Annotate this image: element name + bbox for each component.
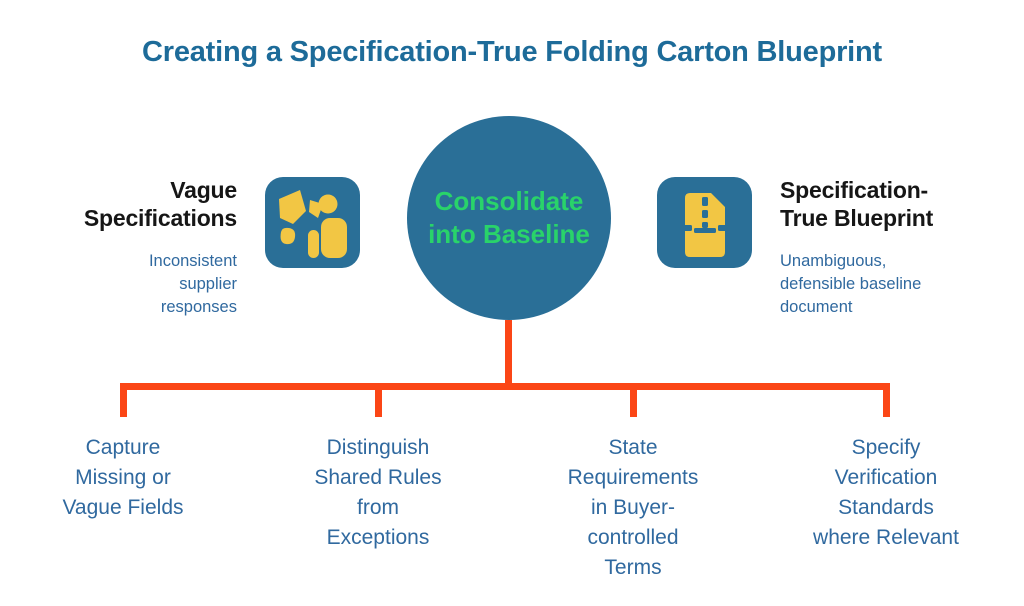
spec-true-blueprint-subtitle: Unambiguous, defensible baseline documen… xyxy=(780,252,922,316)
vague-specifications-block: Vague Specifications Inconsistent suppli… xyxy=(22,176,237,319)
vague-specifications-subtitle: Inconsistent supplier responses xyxy=(148,252,237,316)
branch-distinguish-shared-rules: Distinguish Shared Rules from Exceptions xyxy=(314,436,442,549)
branch-state-requirements: State Requirements in Buyer- controlled … xyxy=(567,436,699,579)
spec-true-blueprint-block: Specification- True Blueprint Unambiguou… xyxy=(780,176,995,319)
spec-true-blueprint-heading: Specification- True Blueprint xyxy=(780,177,934,231)
page-title: Creating a Specification-True Folding Ca… xyxy=(141,36,883,68)
branch-capture-missing-fields: Capture Missing or Vague Fields xyxy=(62,436,184,519)
branch-specify-verification: Specify Verification Standards where Rel… xyxy=(813,436,959,549)
vague-specifications-heading: Vague Specifications xyxy=(83,177,237,231)
blueprint-document-icon-box xyxy=(657,177,752,268)
center-node-label: Consolidate into Baseline xyxy=(428,186,590,249)
blueprint-document-icon xyxy=(682,193,728,257)
fragmented-specification-person-icon xyxy=(279,190,347,258)
connector-bracket xyxy=(120,320,890,417)
vague-specifications-icon-box xyxy=(265,177,360,268)
center-node: Consolidate into Baseline xyxy=(407,116,611,320)
